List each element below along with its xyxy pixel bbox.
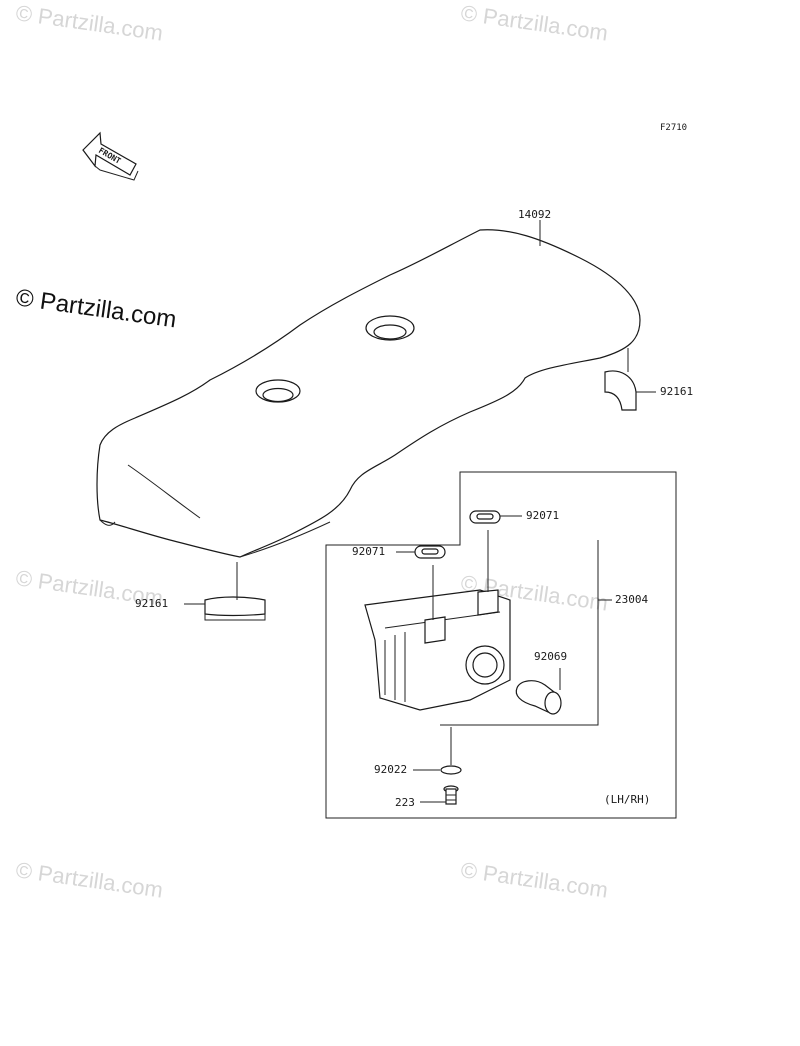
watermark-bottom-left: © Partzilla.com	[14, 857, 164, 902]
screw-drawing	[443, 785, 459, 805]
label-92071-left: 92071	[352, 545, 385, 558]
front-arrow-icon: FRONT	[82, 131, 139, 181]
washer-drawing	[440, 765, 462, 775]
clip-bottom-leader	[184, 562, 238, 605]
variant-note: (LH/RH)	[604, 793, 650, 806]
watermark-bottom-right: © Partzilla.com	[459, 857, 609, 902]
label-92161-top: 92161	[660, 385, 693, 398]
watermark-main: © Partzilla.com	[14, 284, 178, 333]
label-92069: 92069	[534, 650, 567, 663]
label-92071-right: 92071	[526, 509, 559, 522]
figure-code: F2710	[660, 123, 687, 133]
lamp-drawing	[364, 589, 511, 711]
seat-drawing	[96, 229, 641, 558]
label-92022: 92022	[374, 763, 407, 776]
grommet-left-drawing	[414, 545, 446, 559]
lamp-leader	[440, 540, 612, 726]
label-23004: 23004	[615, 593, 648, 606]
clip-bottom-drawing	[204, 596, 266, 621]
assembly-frame	[325, 471, 677, 819]
clip-top-drawing	[604, 370, 637, 411]
watermark-top-left: © Partzilla.com	[14, 0, 164, 45]
bulb-drawing	[515, 680, 562, 715]
grommet-right-drawing	[469, 510, 501, 524]
label-92161-bottom: 92161	[135, 597, 168, 610]
label-223: 223	[395, 796, 415, 809]
watermark-top-right: © Partzilla.com	[459, 0, 609, 45]
label-14092: 14092	[518, 208, 551, 221]
clip-top-leader	[627, 348, 656, 393]
